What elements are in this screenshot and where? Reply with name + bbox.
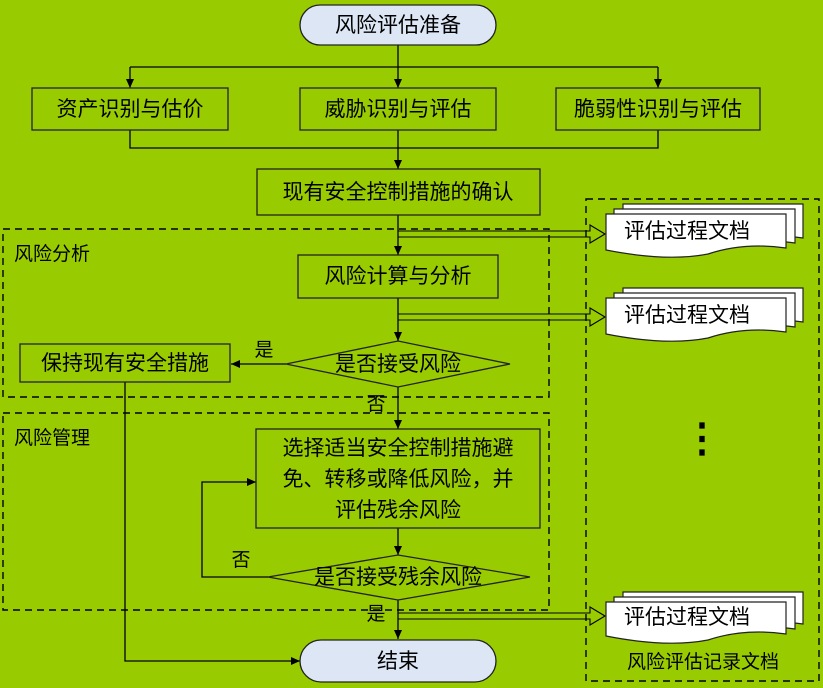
document-arrow-2 [398, 307, 607, 327]
risk-management-group-label: 风险管理 [14, 427, 90, 449]
keep-measures-label: 保持现有安全措施 [41, 351, 209, 375]
process-document-3: 评估过程文档 [605, 591, 804, 644]
accept-risk-label: 是否接受风险 [335, 352, 461, 376]
records-group-label: 风险评估记录文档 [627, 651, 779, 673]
no-label-1: 否 [366, 393, 385, 415]
start-node-label: 风险评估准备 [335, 13, 461, 37]
document-arrow-3 [398, 606, 607, 626]
select-controls-line-3: 评估残余风险 [335, 498, 461, 522]
process-document-2: 评估过程文档 [605, 287, 804, 342]
threat-identification-box [299, 87, 497, 131]
select-controls-line-1: 选择适当安全控制措施避 [283, 436, 514, 460]
risk-calculation-label: 风险计算与分析 [325, 264, 472, 288]
threat-identification-label: 威胁识别与评估 [325, 97, 472, 121]
risk-calculation-box [297, 254, 499, 299]
start-node [299, 4, 497, 46]
vulnerability-identification-label: 脆弱性识别与评估 [574, 97, 742, 121]
accept-residual-label: 是否接受残余风险 [314, 565, 482, 589]
asset-identification-label: 资产识别与估价 [57, 97, 204, 121]
connectors [124, 45, 662, 665]
vulnerability-identification-box [555, 87, 761, 131]
existing-controls-label: 现有安全控制措施的确认 [283, 180, 514, 204]
process-document-1: 评估过程文档 [605, 203, 804, 258]
process-document-2-label: 评估过程文档 [624, 303, 750, 327]
risk-analysis-group [2, 228, 550, 398]
accept-risk-decision [285, 340, 511, 388]
records-group [585, 198, 820, 682]
select-controls-box [255, 428, 541, 529]
yes-label-2: 是 [366, 603, 385, 625]
existing-controls-box [256, 168, 541, 216]
more-documents-ellipsis: ⋮ [682, 415, 722, 462]
end-node-label: 结束 [377, 649, 419, 673]
risk-analysis-group-label: 风险分析 [14, 243, 90, 265]
process-document-1-label: 评估过程文档 [624, 219, 750, 243]
document-arrow-1 [398, 224, 607, 244]
yes-label-1: 是 [254, 339, 273, 361]
asset-identification-box [31, 87, 229, 131]
process-document-3-label: 评估过程文档 [624, 605, 750, 629]
select-controls-line-2: 免、转移或降低风险，并 [283, 467, 514, 491]
keep-measures-box [19, 343, 231, 383]
accept-residual-decision [267, 554, 531, 601]
end-node [299, 639, 497, 683]
no-label-2: 否 [231, 549, 250, 571]
